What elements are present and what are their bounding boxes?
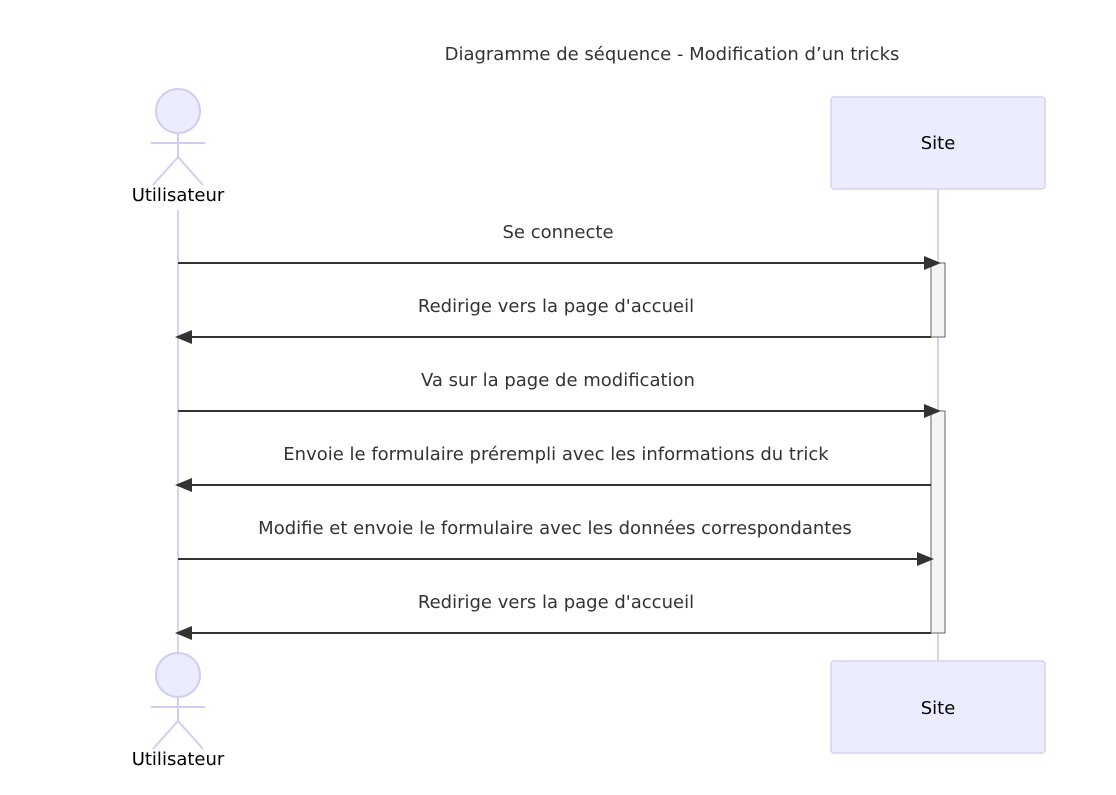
participant-label-top: Site bbox=[921, 133, 956, 154]
participant-box-top bbox=[830, 96, 1046, 190]
message-4: Envoie le formulaire prérempli avec les … bbox=[175, 444, 931, 492]
message-3: Va sur la page de modification bbox=[178, 370, 941, 418]
participant-label-bottom: Site bbox=[921, 698, 956, 719]
message-label: Va sur la page de modification bbox=[421, 370, 695, 391]
participant-site-top: Site bbox=[830, 96, 1046, 190]
actor-user-top: Utilisateur bbox=[132, 88, 225, 206]
arrow-left-icon bbox=[175, 478, 192, 492]
message-2: Redirige vers la page d'accueil bbox=[175, 296, 931, 344]
message-label: Envoie le formulaire prérempli avec les … bbox=[283, 444, 829, 465]
actor-head-icon bbox=[155, 88, 201, 134]
message-1: Se connecte bbox=[178, 222, 941, 270]
message-label: Se connecte bbox=[502, 222, 613, 243]
arrow-left-icon bbox=[175, 330, 192, 344]
actor-label-bottom: Utilisateur bbox=[132, 749, 225, 770]
participant-box-bottom bbox=[830, 660, 1046, 754]
actor-user-bottom: Utilisateur bbox=[132, 652, 225, 770]
message-label: Modifie et envoie le formulaire avec les… bbox=[258, 518, 852, 539]
participant-site-bottom: Site bbox=[830, 660, 1046, 754]
diagram-title: Diagramme de séquence - Modification d’u… bbox=[445, 44, 900, 65]
message-label: Redirige vers la page d'accueil bbox=[418, 296, 694, 317]
arrow-right-icon bbox=[924, 256, 941, 270]
actor-label-top: Utilisateur bbox=[132, 185, 225, 206]
arrow-left-icon bbox=[175, 626, 192, 640]
arrow-right-icon bbox=[924, 404, 941, 418]
message-5: Modifie et envoie le formulaire avec les… bbox=[178, 518, 934, 566]
message-label: Redirige vers la page d'accueil bbox=[418, 592, 694, 613]
actor-head-icon bbox=[155, 652, 201, 698]
message-6: Redirige vers la page d'accueil bbox=[175, 592, 931, 640]
arrow-right-icon bbox=[917, 552, 934, 566]
activation-bar-2 bbox=[930, 410, 946, 634]
activation-bar-1 bbox=[930, 262, 946, 338]
